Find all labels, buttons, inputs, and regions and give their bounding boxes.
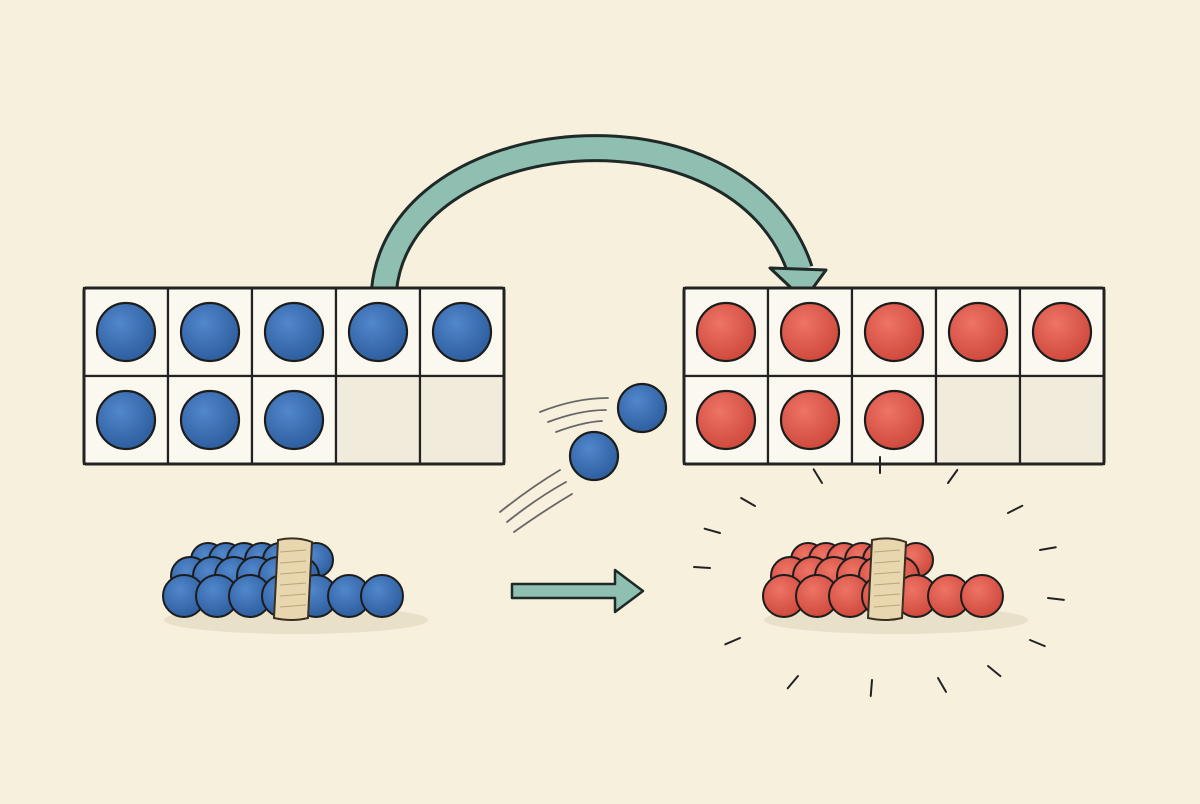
- red-counter: [779, 389, 841, 451]
- frame-border: [682, 286, 1106, 466]
- band-texture: [279, 560, 307, 564]
- sparkle-line: [947, 468, 959, 484]
- sparkle-line: [740, 497, 756, 507]
- band-texture: [873, 604, 901, 608]
- empty-cell: [418, 374, 506, 466]
- blue-counter: [179, 301, 241, 363]
- left-bundle: [162, 537, 428, 634]
- blue-counter: [95, 389, 157, 451]
- sparkle-line: [693, 566, 711, 569]
- blue-bundle-counter: [360, 574, 404, 618]
- red-counter: [863, 301, 925, 363]
- right-bundle: [762, 537, 1028, 634]
- red-counter: [947, 301, 1009, 363]
- empty-cell: [1018, 374, 1106, 466]
- right-arrow-icon: [510, 568, 645, 614]
- blue-counter: [263, 301, 325, 363]
- blue-counter: [431, 301, 493, 363]
- sparkle-line: [1007, 504, 1024, 514]
- frame-border: [82, 286, 506, 466]
- red-counter: [695, 389, 757, 451]
- empty-cell: [934, 374, 1022, 466]
- left-ten-frame: [82, 286, 506, 466]
- sparkle-line: [987, 665, 1002, 678]
- sparkle-line: [1029, 639, 1046, 648]
- band-texture: [279, 571, 307, 575]
- red-counter: [1031, 301, 1093, 363]
- flying-counter: [568, 430, 620, 482]
- band-texture: [873, 560, 901, 564]
- curved-arrow-icon: [370, 134, 828, 302]
- red-counter: [695, 301, 757, 363]
- right-ten-frame: [682, 286, 1106, 466]
- sparkle-line: [1039, 546, 1057, 551]
- band-texture: [873, 549, 901, 553]
- band-texture: [279, 549, 307, 553]
- sparkle-line: [786, 675, 799, 690]
- band-texture: [873, 571, 901, 575]
- sparkle-line: [937, 677, 948, 693]
- red-bundle-counter: [960, 574, 1004, 618]
- band-texture: [873, 582, 901, 586]
- blue-counter: [263, 389, 325, 451]
- sparkle-line: [1047, 597, 1065, 601]
- sparkle-line: [724, 637, 741, 646]
- blue-counter: [179, 389, 241, 451]
- sparkle-line: [812, 468, 823, 484]
- motion-lines-icon: [499, 397, 609, 533]
- empty-cell: [334, 374, 422, 466]
- band-texture: [279, 593, 307, 597]
- sparkle-line: [703, 527, 721, 534]
- band-texture: [279, 582, 307, 586]
- flying-counter: [616, 382, 668, 434]
- red-counter: [863, 389, 925, 451]
- band-texture: [279, 604, 307, 608]
- bundle-band: [272, 537, 314, 621]
- red-counter: [779, 301, 841, 363]
- blue-counter: [95, 301, 157, 363]
- moving-counters: [568, 382, 668, 482]
- bundle-band: [866, 537, 908, 621]
- sparkle-line: [869, 679, 873, 697]
- blue-counter: [347, 301, 409, 363]
- sparkle-lines-icon: [693, 456, 1065, 697]
- band-texture: [873, 593, 901, 597]
